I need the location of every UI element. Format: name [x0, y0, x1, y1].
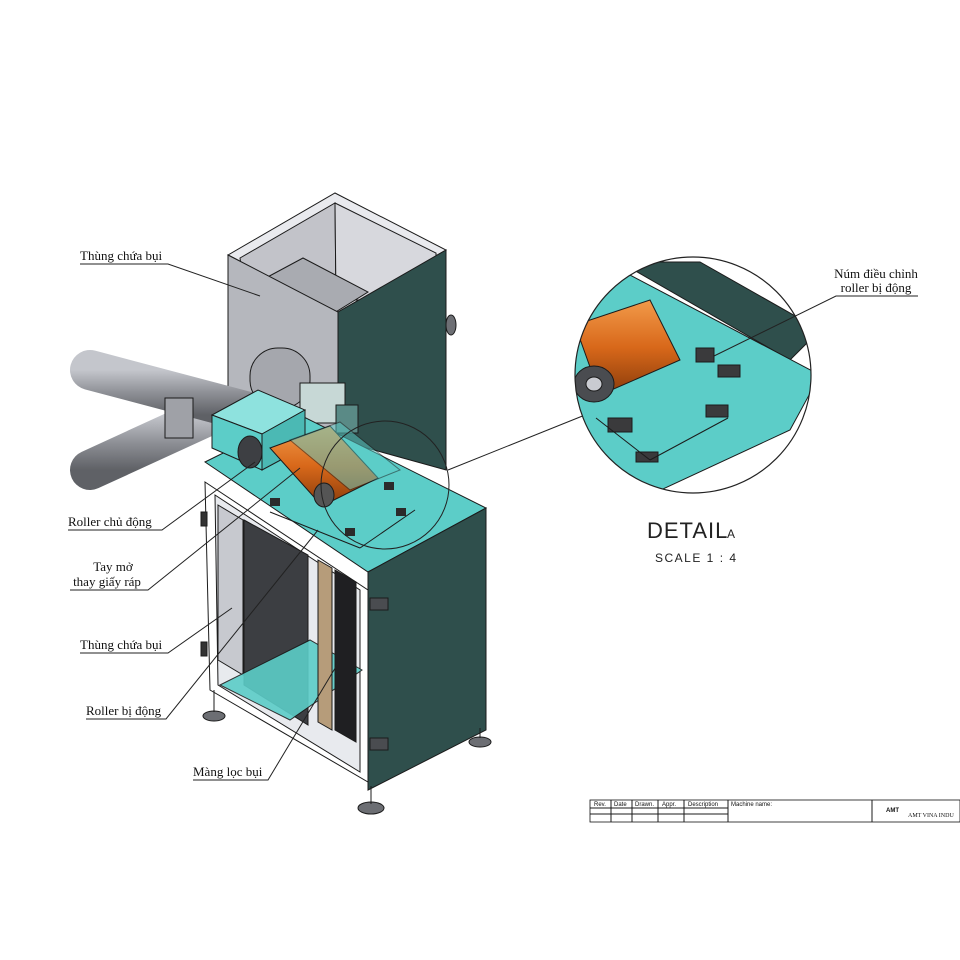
bracket-4	[270, 498, 280, 506]
tb-rev: Rev.	[594, 802, 606, 808]
detail-clamp-2	[705, 404, 729, 418]
detail-circle-border	[574, 256, 812, 494]
hinge-lower	[369, 737, 389, 751]
detail-connector	[447, 414, 586, 471]
pipe-coupling	[164, 397, 194, 439]
detail-scale: SCALE 1 : 4	[655, 551, 738, 565]
left-latch-lower	[200, 641, 208, 657]
passive-roller-end	[313, 482, 335, 508]
title-block: Rev. Date Drawn. Appr. Description Machi…	[589, 799, 960, 823]
filter-frame	[317, 559, 333, 731]
label-change-handle-1: Tay mở	[93, 559, 134, 574]
belt-guard	[289, 421, 401, 491]
label-change-handle-2: thay giấy ráp	[73, 574, 141, 589]
bracket-2	[396, 508, 406, 516]
label-drive-roller: Roller chủ động	[68, 514, 152, 529]
callouts: Thùng chứa bụi Roller chủ động Tay mở th…	[68, 248, 918, 781]
detail-a-view	[574, 256, 812, 494]
detail-roller-hub-center	[585, 376, 603, 392]
detail-dark-housing	[618, 261, 811, 361]
tb-date: Date	[614, 802, 627, 808]
tb-description: Description	[688, 802, 718, 808]
hinge-upper	[369, 597, 389, 611]
foot-left	[202, 710, 226, 722]
detail-knob	[695, 347, 715, 363]
bracket-3	[345, 528, 355, 536]
cabinet-right-face	[367, 507, 487, 791]
label-knob-2: roller bị động	[841, 280, 912, 295]
tb-machine-name: Machine name:	[731, 802, 772, 808]
foot-right	[468, 736, 492, 748]
label-dust-filter: Màng lọc bụi	[193, 764, 263, 779]
detail-reference-circle	[320, 420, 450, 550]
detail-clamp-3	[607, 417, 633, 433]
label-dust-bin-bottom: Thùng chứa bụi	[80, 637, 163, 652]
detail-clamp-4	[635, 451, 659, 463]
upper-bin-side-port	[445, 314, 457, 336]
tb-drawn: Drawn.	[635, 802, 654, 808]
drive-wheel	[237, 435, 263, 469]
tb-logo: AMT	[886, 808, 899, 814]
detail-letter: A	[727, 527, 737, 541]
tb-company: AMT VINA INDU	[908, 813, 954, 819]
detail-clamp-1	[717, 364, 741, 378]
detail-title: DETAIL	[647, 518, 728, 543]
tb-appr: Appr.	[662, 802, 676, 808]
bracket-1	[384, 482, 394, 490]
label-passive-roller: Roller bị động	[86, 703, 162, 718]
filter-pleats	[334, 569, 357, 743]
left-latch-upper	[200, 511, 208, 527]
label-dust-bin-top: Thùng chứa bụi	[80, 248, 163, 263]
label-knob-1: Núm điều chỉnh	[834, 266, 918, 281]
